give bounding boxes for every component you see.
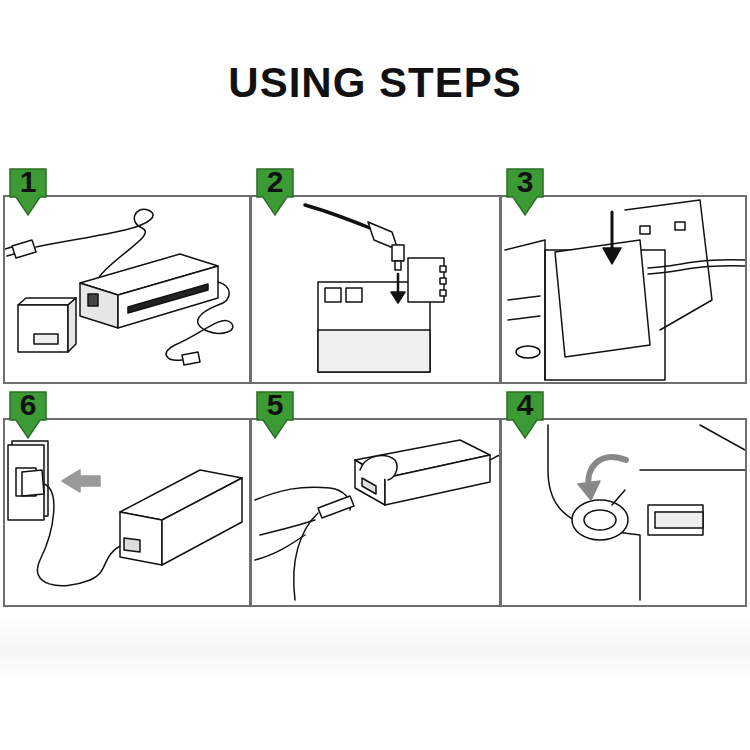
step-number: 6 [7, 388, 49, 422]
step-number: 1 [7, 165, 49, 199]
step-panel: 5 [250, 418, 501, 607]
step-number: 3 [504, 165, 546, 199]
step-panel: 1 [3, 195, 251, 384]
background-glow [0, 615, 750, 685]
step-number: 2 [254, 165, 296, 199]
step-number: 4 [504, 388, 546, 422]
title: USING STEPS [0, 58, 750, 108]
dc-coupler [305, 205, 446, 372]
step-panel: 3 [500, 195, 747, 384]
kit-contents [5, 209, 233, 365]
wall-outlet [8, 441, 242, 586]
adapter-connection [255, 440, 500, 600]
step-panel: 6 [3, 418, 251, 607]
camera-battery-bay [505, 200, 745, 380]
step-panel: 4 [500, 418, 747, 607]
step-number: 5 [254, 388, 296, 422]
camera-cord-cover [548, 425, 745, 600]
step-panel: 2 [250, 195, 501, 384]
